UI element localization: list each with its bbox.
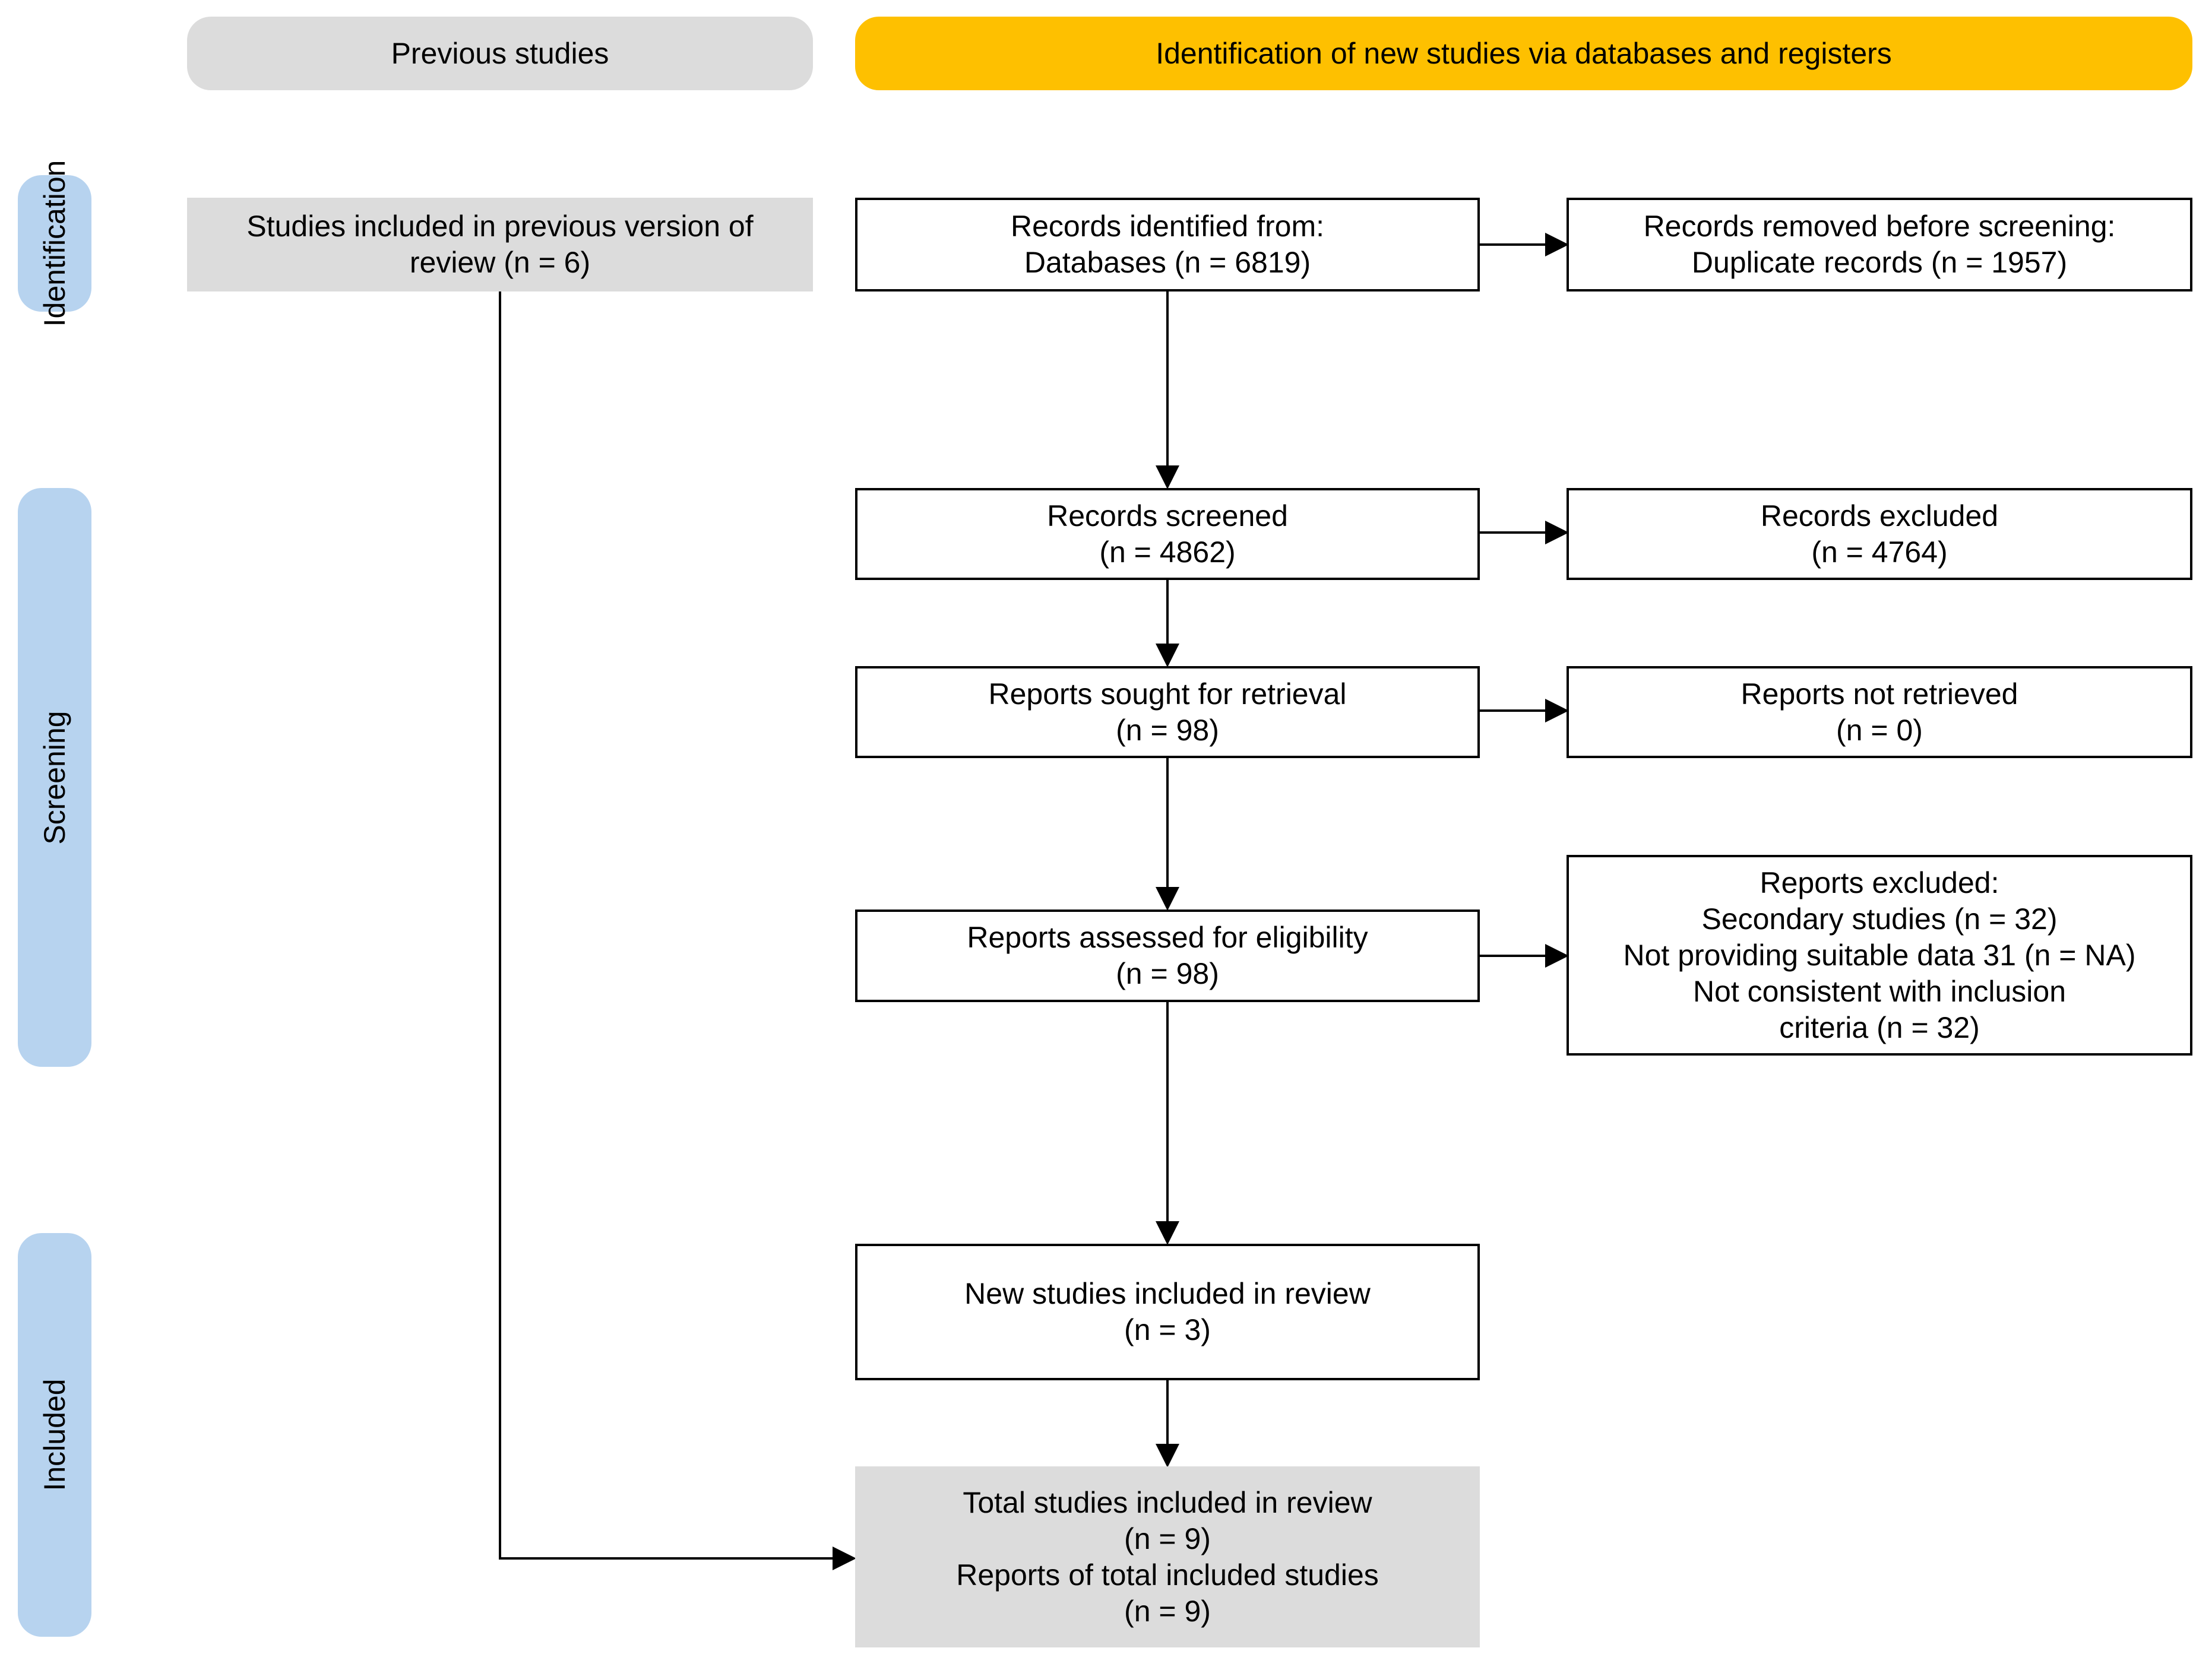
box-line: Not providing suitable data 31 (n = NA)	[1623, 938, 2136, 972]
box-line: (n = 98)	[1116, 957, 1219, 990]
total-included-box: Total studies included in review (n = 9)…	[855, 1466, 1480, 1647]
box-line: (n = 98)	[1116, 713, 1219, 747]
phase-included: Included	[18, 1233, 91, 1637]
box-line: Reports of total included studies	[956, 1558, 1379, 1592]
box-line: Secondary studies (n = 32)	[1701, 902, 2058, 936]
records-screened-box: Records screened (n = 4862)	[855, 488, 1480, 580]
previous-studies-header-label: Previous studies	[391, 37, 609, 70]
box-line: Studies included in previous version of	[246, 210, 754, 243]
box-line: Records removed before screening:	[1643, 210, 2116, 243]
phase-screening-label: Screening	[38, 710, 71, 845]
box-line: criteria (n = 32)	[1779, 1010, 1980, 1044]
box-line: Reports excluded:	[1760, 866, 1999, 899]
previous-studies-header: Previous studies	[187, 17, 813, 90]
reports-not-retrieved-box: Reports not retrieved (n = 0)	[1567, 666, 2192, 758]
records-removed-box: Records removed before screening: Duplic…	[1567, 198, 2192, 291]
arrow-previous-to-total	[499, 291, 856, 1570]
reports-excluded-box: Reports excluded: Secondary studies (n =…	[1567, 855, 2192, 1056]
box-line: (n = 3)	[1124, 1313, 1211, 1346]
box-line: New studies included in review	[964, 1277, 1371, 1310]
reports-assessed-box: Reports assessed for eligibility (n = 98…	[855, 910, 1480, 1002]
box-line: Reports not retrieved	[1741, 677, 2018, 711]
records-excluded-box: Records excluded (n = 4764)	[1567, 488, 2192, 580]
previous-included-box: Studies included in previous version of …	[187, 198, 813, 291]
box-line: Duplicate records (n = 1957)	[1691, 246, 2068, 279]
box-line: Total studies included in review	[963, 1485, 1372, 1519]
reports-sought-box: Reports sought for retrieval (n = 98)	[855, 666, 1480, 758]
box-line: Records excluded	[1760, 499, 1999, 533]
phase-included-label: Included	[38, 1379, 71, 1491]
box-line: Reports sought for retrieval	[988, 677, 1347, 711]
box-line: (n = 9)	[1124, 1594, 1211, 1628]
box-line: Reports assessed for eligibility	[967, 921, 1368, 954]
box-line: Databases (n = 6819)	[1024, 246, 1311, 279]
box-line: Records identified from:	[1010, 210, 1324, 243]
box-line: Not consistent with inclusion	[1692, 974, 2067, 1008]
new-included-box: New studies included in review (n = 3)	[855, 1244, 1480, 1380]
new-studies-header: Identification of new studies via databa…	[855, 17, 2192, 90]
box-line: (n = 4862)	[1099, 535, 1236, 569]
box-line: (n = 0)	[1836, 713, 1923, 747]
box-line: Records screened	[1047, 499, 1288, 533]
box-line: (n = 9)	[1124, 1522, 1211, 1555]
phase-identification: Identification	[18, 160, 91, 327]
phase-identification-label: Identification	[38, 160, 71, 327]
records-identified-box: Records identified from: Databases (n = …	[855, 198, 1480, 291]
phase-screening: Screening	[18, 488, 91, 1067]
box-line: (n = 4764)	[1811, 535, 1948, 569]
box-line: review (n = 6)	[409, 246, 591, 279]
new-studies-header-label: Identification of new studies via databa…	[1156, 37, 1892, 70]
